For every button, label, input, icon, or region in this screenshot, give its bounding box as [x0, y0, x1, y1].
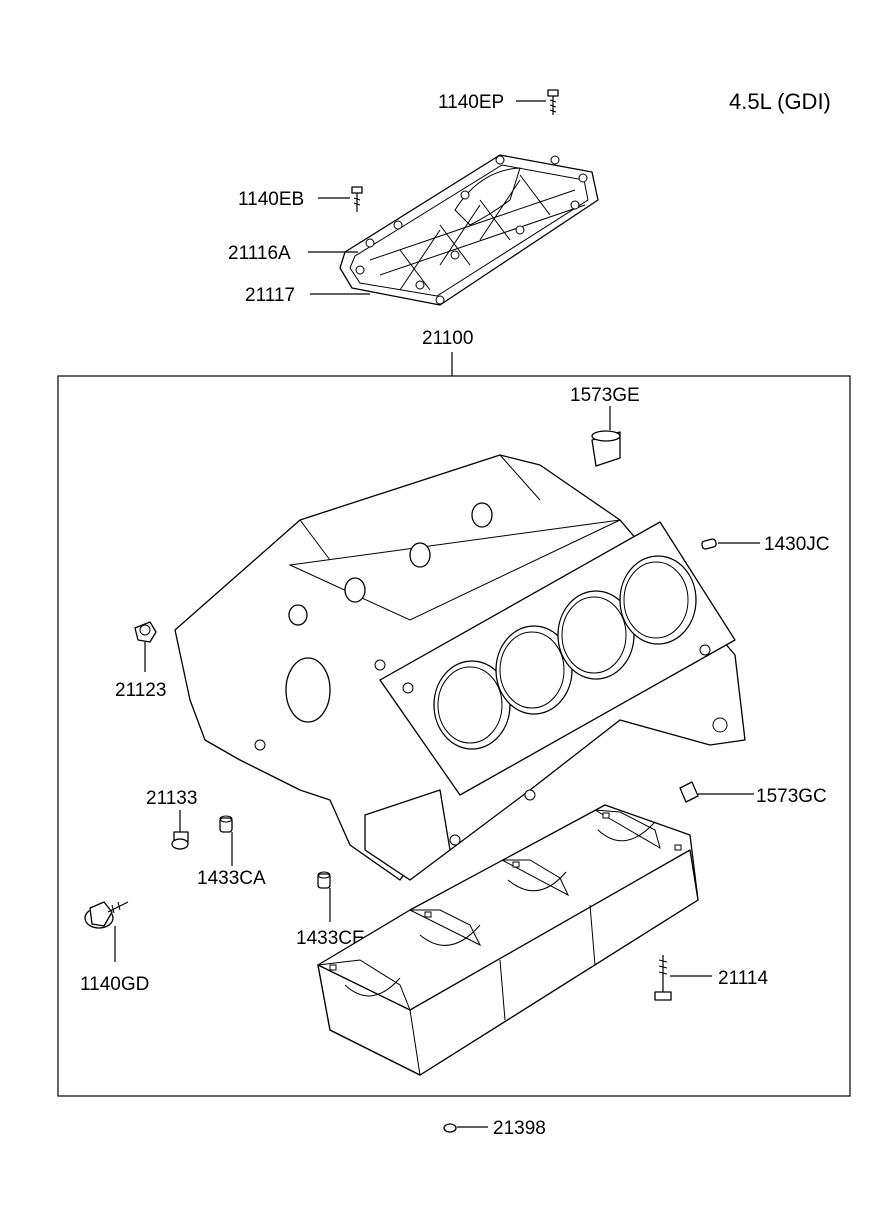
label-1433ce[interactable]: 1433CE — [296, 928, 365, 949]
engine-title: 4.5L (GDI) — [729, 89, 831, 114]
label-21117[interactable]: 21117 — [245, 285, 295, 306]
part-1573ge-plug[interactable] — [591, 430, 621, 467]
part-21114-bolt[interactable] — [654, 955, 672, 1001]
part-1140eb-bolt[interactable] — [351, 186, 363, 212]
assembly-21100-frame — [57, 375, 851, 1097]
label-21114[interactable]: 21114 — [718, 968, 768, 989]
bedplate-drawing[interactable] — [316, 804, 699, 1076]
label-1573ge[interactable]: 1573GE — [570, 385, 640, 406]
cylinder-block-drawing[interactable] — [174, 454, 746, 881]
label-21116a[interactable]: 21116A — [228, 243, 291, 264]
label-21398[interactable]: 21398 — [493, 1118, 546, 1139]
part-1140gd-flange-bolt[interactable] — [84, 901, 129, 929]
label-1140gd[interactable]: 1140GD — [80, 974, 149, 995]
label-1433ca[interactable]: 1433CA — [197, 868, 266, 889]
label-1573gc[interactable]: 1573GC — [756, 786, 827, 807]
part-1140ep-bolt[interactable] — [547, 89, 559, 115]
part-1573gc-plug[interactable] — [679, 781, 699, 803]
part-1433ce-dowel[interactable] — [317, 871, 331, 889]
label-21100[interactable]: 21100 — [422, 328, 473, 349]
label-1430jc[interactable]: 1430JC — [764, 534, 830, 555]
part-21398-clip[interactable] — [443, 1123, 457, 1133]
label-1140eb[interactable]: 1140EB — [238, 189, 304, 210]
part-21133-plug[interactable] — [171, 831, 189, 850]
part-1433ca-dowel[interactable] — [219, 815, 233, 833]
label-1140ep[interactable]: 1140EP — [438, 92, 504, 113]
part-1430jc-pin[interactable] — [701, 538, 717, 550]
label-21133[interactable]: 21133 — [146, 788, 197, 809]
part-21116a-cover-plate[interactable] — [339, 154, 599, 306]
label-21123[interactable]: 21123 — [115, 680, 166, 701]
part-21123-plug[interactable] — [134, 621, 157, 643]
